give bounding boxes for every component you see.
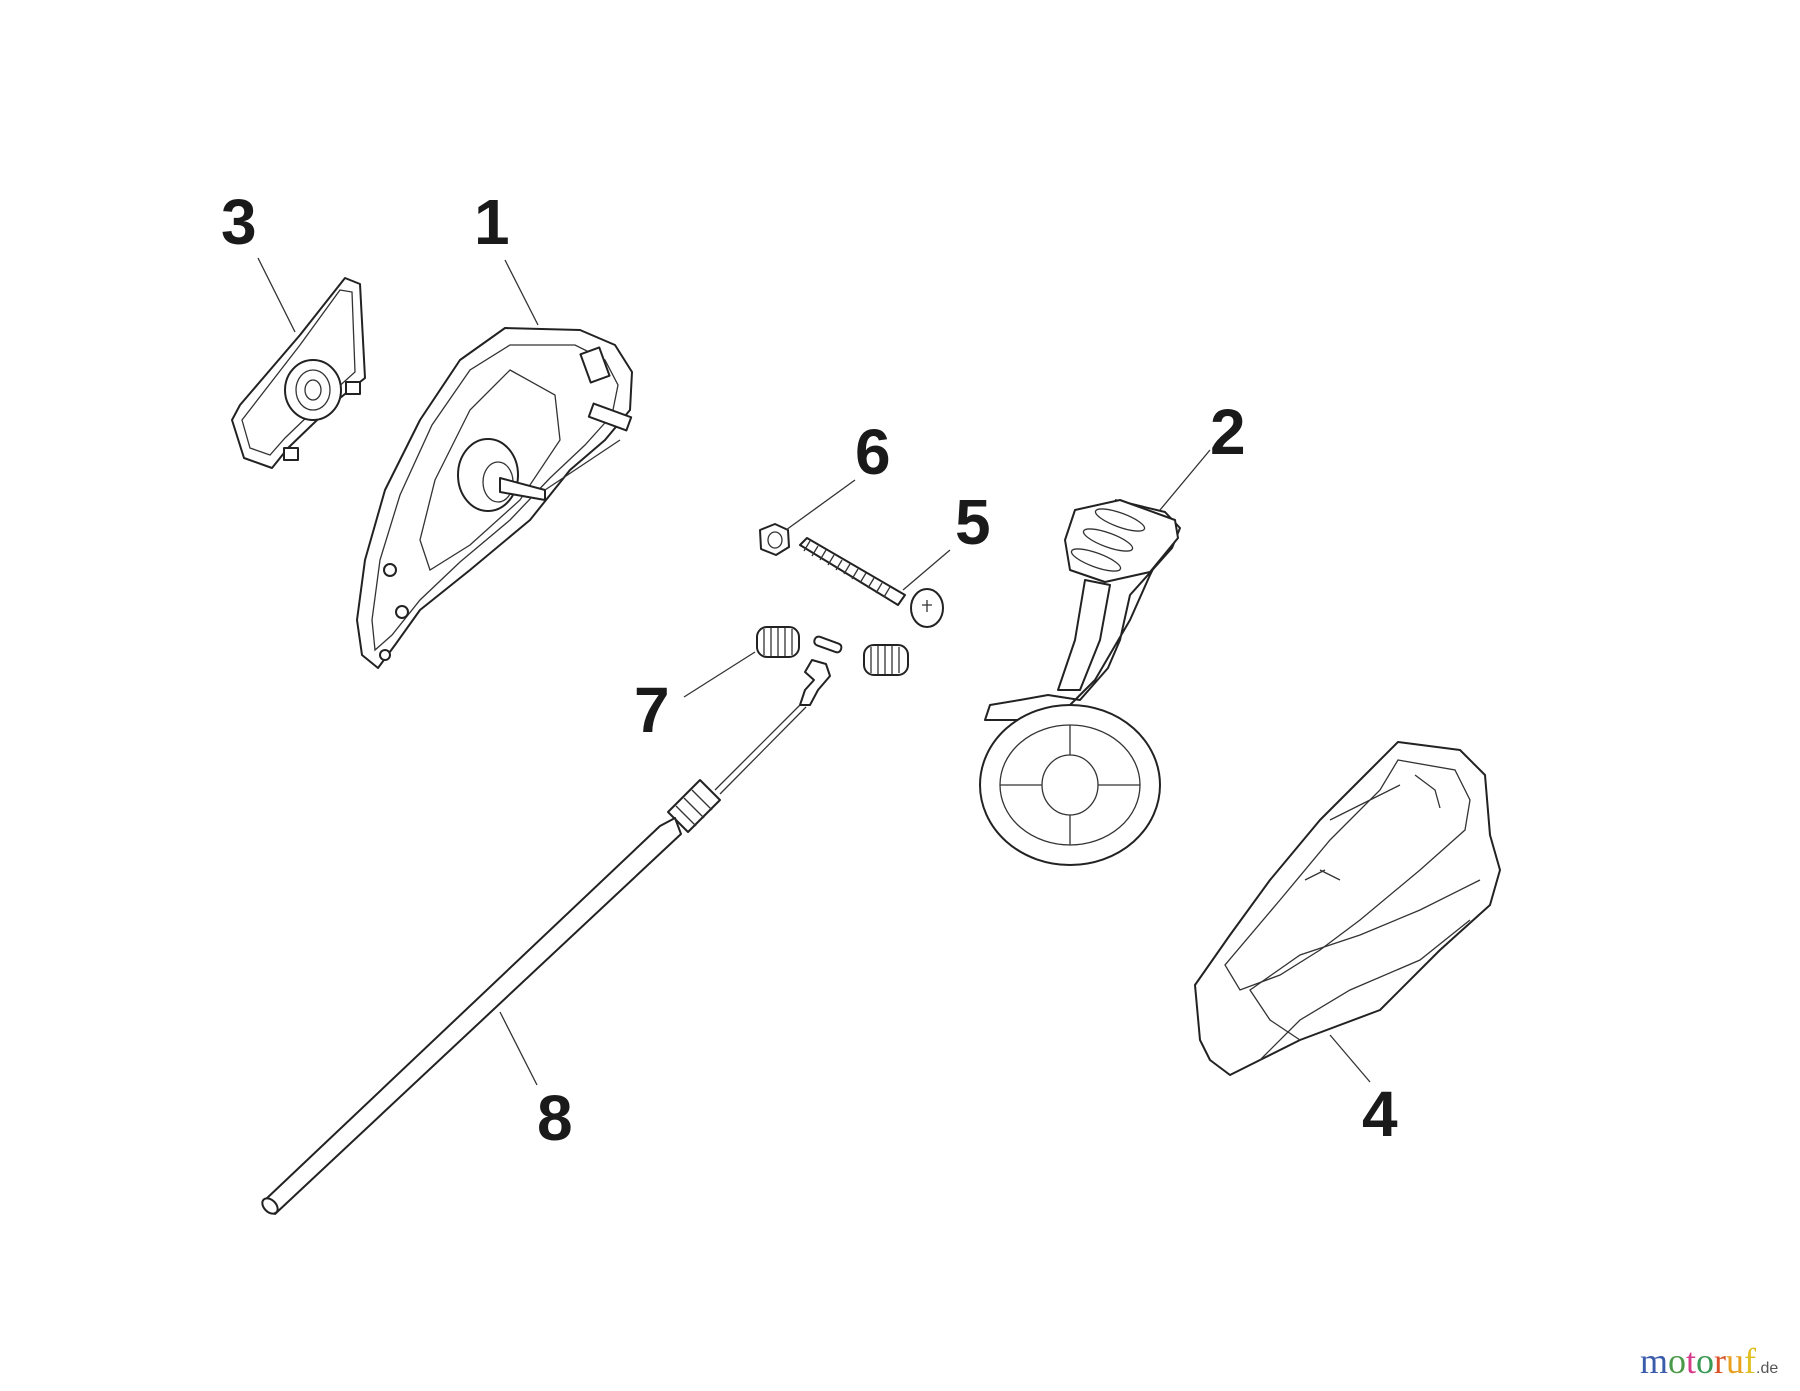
part-4-right-housing	[1194, 741, 1501, 1076]
logo-letter: o	[1668, 1341, 1687, 1381]
part-3-cover-plate	[231, 277, 366, 469]
callout-1: 1	[474, 186, 510, 258]
part-2-throttle-lever	[979, 499, 1181, 866]
logo-letter: f	[1744, 1341, 1757, 1381]
logo-letter: t	[1686, 1341, 1697, 1381]
callout-6: 6	[855, 416, 891, 488]
callout-2: 2	[1210, 396, 1246, 468]
logo-letter: u	[1726, 1341, 1745, 1381]
leader-line-4	[1329, 1034, 1371, 1083]
callout-5: 5	[955, 486, 991, 558]
part-6-hex-nut	[759, 523, 790, 556]
callout-4: 4	[1362, 1078, 1398, 1150]
logo-letter: m	[1640, 1341, 1669, 1381]
leader-line-8	[499, 1011, 538, 1086]
logo-letter: o	[1696, 1341, 1715, 1381]
callout-8: 8	[537, 1082, 573, 1154]
part-1-left-housing	[356, 327, 633, 669]
leader-line-6	[785, 479, 856, 531]
leader-line-5	[902, 549, 951, 591]
leader-line-7	[683, 651, 756, 698]
part-5-screw	[799, 537, 944, 628]
leader-line-3	[257, 257, 296, 333]
motoruf-logo: motoruf.de	[1640, 1340, 1778, 1382]
part-7-springs-pin	[756, 626, 909, 676]
logo-letter: r	[1714, 1341, 1727, 1381]
leader-line-1	[504, 259, 539, 326]
leader-line-2	[1159, 449, 1211, 511]
callout-3: 3	[221, 186, 257, 258]
logo-tld: .de	[1756, 1360, 1779, 1377]
callout-7: 7	[634, 674, 670, 746]
part-8-throttle-cable	[261, 659, 831, 1215]
